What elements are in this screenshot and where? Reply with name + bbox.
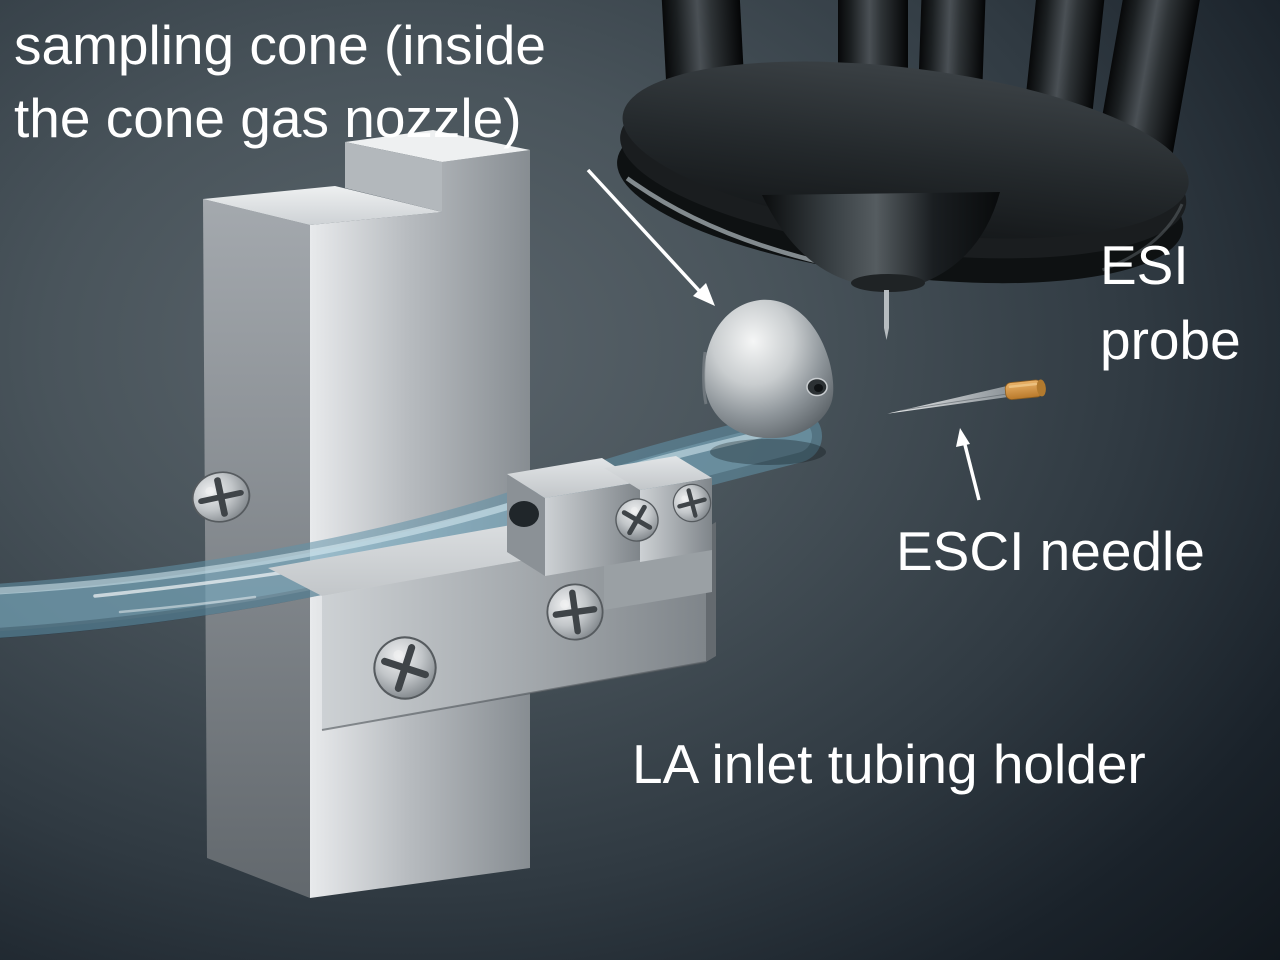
sampling-cone (702, 299, 834, 465)
probe-capillary (884, 290, 889, 328)
needle-hub-end (1036, 379, 1046, 397)
needle-shade (900, 393, 1006, 411)
arrow-line (586, 168, 706, 298)
block-bottom-edge (321, 661, 707, 731)
label-la-inlet: LA inlet tubing holder (632, 733, 1146, 795)
label-esi-line1: ESI (1100, 234, 1189, 296)
disc-edge-shade (1101, 203, 1184, 272)
clampA-front-face (545, 482, 640, 576)
tube-streak-1 (93, 568, 302, 598)
tubing-clamp (268, 456, 716, 731)
tube-streak-2 (118, 595, 257, 614)
clampB-top-face (604, 456, 712, 490)
post-notch-face (345, 142, 442, 212)
label-esi-line2: probe (1100, 309, 1241, 371)
probe-cone-tip-face (851, 274, 925, 292)
arrow-to-cone (586, 168, 715, 306)
needle-shaft (887, 386, 1009, 414)
probe-cone-body (762, 192, 1000, 282)
label-sampling-cone-line1: sampling cone (inside (14, 14, 546, 76)
arrow-to-needle (956, 428, 981, 501)
tube-hole (509, 501, 539, 527)
post-tab-top-face (345, 130, 530, 162)
arrow-line (961, 436, 981, 501)
cone-base-edge (702, 351, 708, 405)
needle-hub-highlight (1008, 382, 1038, 388)
post-step-top-face (203, 186, 442, 225)
esci-needle (887, 379, 1046, 414)
post-side-face (203, 199, 310, 898)
label-esci-needle: ESCI needle (896, 520, 1205, 582)
label-sampling-cone-line2: the cone gas nozzle) (14, 87, 522, 149)
probe-capillary-tip (884, 328, 889, 340)
arrow-head (693, 283, 715, 306)
tube-body (0, 409, 822, 638)
cone-shadow (710, 439, 826, 465)
arrow-head (956, 428, 970, 447)
probe-flange-disc (617, 61, 1189, 284)
cone-aperture (814, 384, 823, 392)
disc-top (622, 61, 1189, 239)
cone-dome (704, 299, 834, 439)
la-inlet-tube (0, 409, 822, 639)
esi-probe-assembly (617, 0, 1206, 340)
tube-highlight (0, 424, 792, 595)
tube-core (0, 419, 812, 628)
probe-cone (762, 192, 1000, 340)
